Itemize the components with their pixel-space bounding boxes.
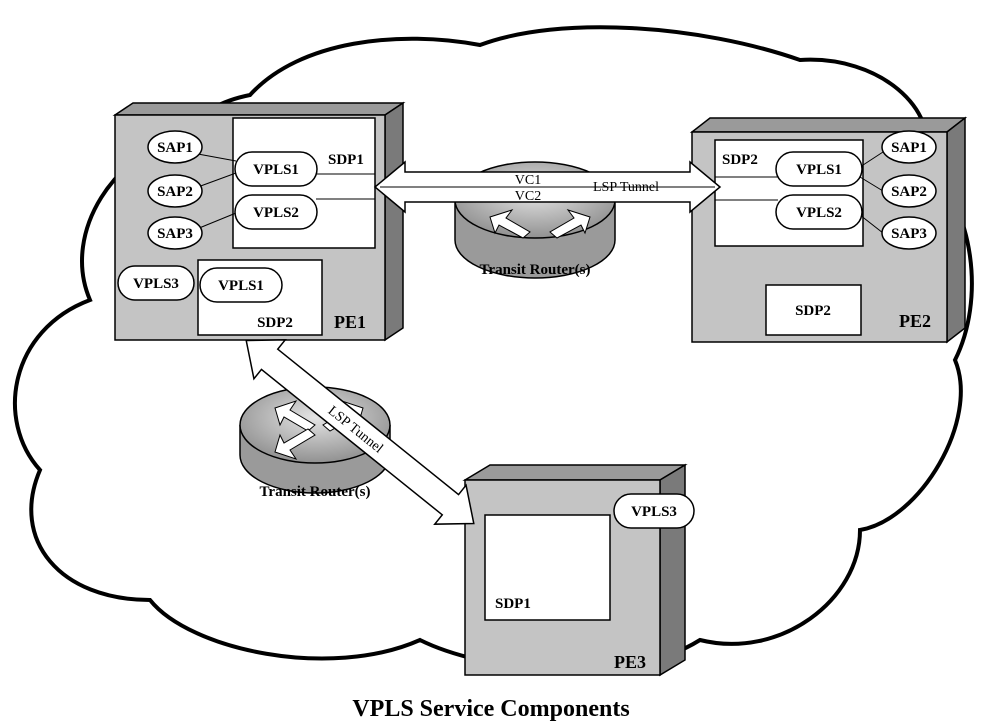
lsp-tunnel-top-label: LSP Tunnel bbox=[593, 180, 659, 195]
lsp-tunnel-pe1-pe3 bbox=[245, 339, 475, 525]
pe1-vpls3-label: VPLS3 bbox=[133, 276, 179, 292]
pe3-vpls3-label: VPLS3 bbox=[631, 504, 677, 520]
pe1-label: PE1 bbox=[334, 312, 366, 332]
pe1-sap3-label: SAP3 bbox=[157, 226, 193, 242]
pe1-sdp2-vpls1-label: VPLS1 bbox=[218, 278, 264, 294]
router-arrows-icon bbox=[489, 209, 591, 239]
vc2-label: VC2 bbox=[515, 189, 541, 204]
pe1-sdp2-label: SDP2 bbox=[257, 315, 293, 331]
pe1-sap2 bbox=[147, 174, 203, 208]
pe1-vpls2-label: VPLS2 bbox=[253, 205, 299, 221]
pe1-vpls1-service bbox=[234, 151, 318, 187]
pe2-vpls1-label: VPLS1 bbox=[796, 162, 842, 178]
transit-router-top-label: Transit Router(s) bbox=[480, 262, 591, 278]
pe1-sdp2-vpls1-service bbox=[199, 267, 283, 303]
pe3-sdp1-box bbox=[484, 514, 611, 621]
pe2-sap1 bbox=[881, 130, 937, 164]
pe2-sap2-label: SAP2 bbox=[891, 184, 927, 200]
pe1-sap3 bbox=[147, 216, 203, 250]
pe1-sap1 bbox=[147, 130, 203, 164]
pe1-sap2-label: SAP2 bbox=[157, 184, 193, 200]
pe1-sdp1-label: SDP1 bbox=[328, 152, 364, 168]
pe1-vpls1-label: VPLS1 bbox=[253, 162, 299, 178]
pe1-vpls3-service bbox=[117, 265, 195, 301]
pe2-sap1-label: SAP1 bbox=[891, 140, 927, 156]
pe2-sap2 bbox=[881, 174, 937, 208]
pe2-vpls2-label: VPLS2 bbox=[796, 205, 842, 221]
pe1-vpls2-service bbox=[234, 194, 318, 230]
pe3-sdp1-label: SDP1 bbox=[495, 596, 531, 612]
pe3-vpls3-service bbox=[613, 493, 695, 529]
pe3-node: VPLS3 SDP1 PE3 bbox=[462, 463, 695, 677]
pe2-sap3-label: SAP3 bbox=[891, 226, 927, 242]
pe2-vpls1-service bbox=[775, 151, 863, 187]
pe2-sap3 bbox=[881, 216, 937, 250]
vc1-label: VC1 bbox=[515, 173, 541, 188]
transit-router-bottom-label: Transit Router(s) bbox=[260, 484, 371, 500]
pe3-label: PE3 bbox=[614, 652, 646, 672]
pe2-vpls2-service bbox=[775, 194, 863, 230]
pe1-sap1-label: SAP1 bbox=[157, 140, 193, 156]
pe1-node: SAP1 SAP2 SAP3 VPLS1 VPLS2 SDP1 VPLS3 VP… bbox=[112, 101, 406, 342]
pe2-sdp2-label-bottom: SDP2 bbox=[795, 303, 831, 319]
diagram-caption: VPLS Service Components bbox=[352, 696, 629, 722]
pe2-sdp2-label-top: SDP2 bbox=[722, 152, 758, 168]
pe2-node: SDP2 VPLS1 VPLS2 SAP1 SAP2 SAP3 SDP2 PE2 bbox=[689, 116, 968, 344]
pe2-sdp2-box bbox=[765, 284, 862, 336]
pe2-label: PE2 bbox=[899, 311, 931, 331]
